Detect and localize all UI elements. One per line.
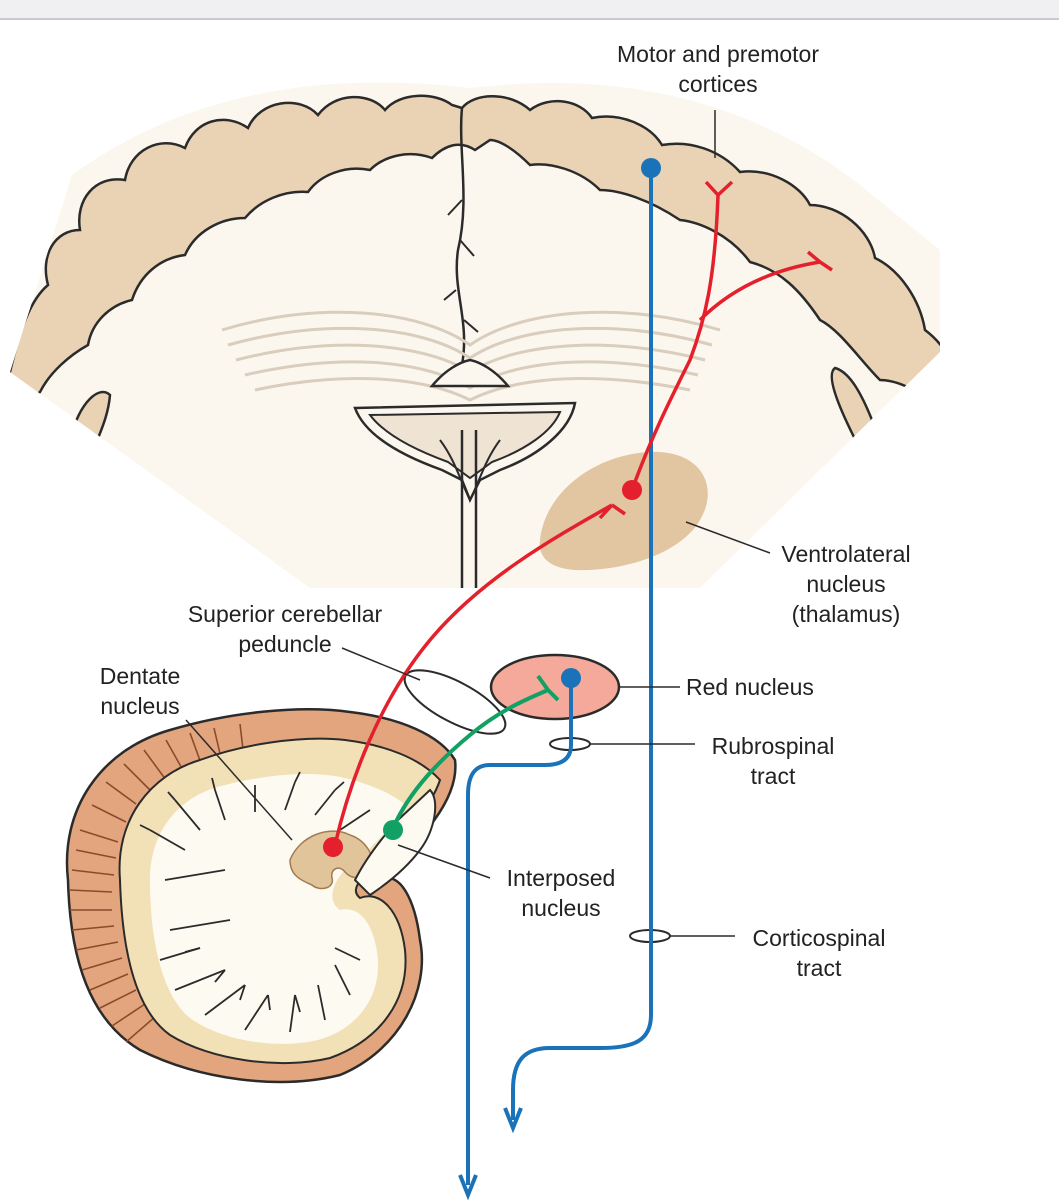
svg-text:Red nucleus: Red nucleus xyxy=(686,674,814,700)
interposed-neuron xyxy=(383,820,403,840)
leader-lines xyxy=(185,110,771,937)
svg-text:Motor and premotor: Motor and premotor xyxy=(617,41,819,67)
svg-text:nucleus: nucleus xyxy=(806,571,885,597)
lateral-ventricles xyxy=(353,358,577,588)
label-rubrospinal-tract: Rubrospinal tract xyxy=(712,733,835,789)
cerebellum xyxy=(65,708,457,1084)
svg-text:Dentate: Dentate xyxy=(100,663,181,689)
svg-text:tract: tract xyxy=(797,955,842,981)
svg-text:Rubrospinal: Rubrospinal xyxy=(712,733,835,759)
rubrospinal-pathway xyxy=(458,680,573,1200)
svg-text:nucleus: nucleus xyxy=(100,693,179,719)
svg-text:cortices: cortices xyxy=(678,71,757,97)
svg-text:tract: tract xyxy=(751,763,796,789)
label-superior-cerebellar-peduncle: Superior cerebellar peduncle xyxy=(188,601,383,657)
right-lateral-sulcus xyxy=(830,366,874,448)
corticospinal-pathway xyxy=(503,168,653,1134)
dentate-neuron xyxy=(323,837,343,857)
dentate-nucleus-shape xyxy=(289,830,374,890)
svg-text:Corticospinal: Corticospinal xyxy=(753,925,886,951)
arbor-vitae xyxy=(139,771,371,1033)
longitudinal-fissure xyxy=(455,107,466,366)
svg-text:Interposed: Interposed xyxy=(507,865,616,891)
dentatothalamic-pathway xyxy=(333,180,833,846)
folia-stripes xyxy=(69,723,245,1043)
svg-text:peduncle: peduncle xyxy=(238,631,331,657)
label-ventrolateral-nucleus: Ventrolateral nucleus (thalamus) xyxy=(781,541,910,627)
interposito-rubral-pathway xyxy=(391,674,560,829)
window-top-bar xyxy=(0,0,1059,20)
thalamic-neuron xyxy=(622,480,642,500)
label-red-nucleus: Red nucleus xyxy=(686,674,814,700)
svg-text:(thalamus): (thalamus) xyxy=(792,601,901,627)
svg-text:Superior cerebellar: Superior cerebellar xyxy=(188,601,383,627)
label-motor-cortices: Motor and premotor cortices xyxy=(617,41,819,97)
motor-cortex-neuron xyxy=(641,158,661,178)
cerebral-cortex xyxy=(10,94,940,423)
red-nucleus-neuron xyxy=(561,668,581,688)
label-corticospinal-tract: Corticospinal tract xyxy=(753,925,886,981)
svg-text:nucleus: nucleus xyxy=(521,895,600,921)
cerebrum-section xyxy=(10,82,940,588)
label-dentate-nucleus: Dentate nucleus xyxy=(100,663,181,719)
svg-text:Ventrolateral: Ventrolateral xyxy=(781,541,910,567)
label-interposed-nucleus: Interposed nucleus xyxy=(507,865,616,921)
